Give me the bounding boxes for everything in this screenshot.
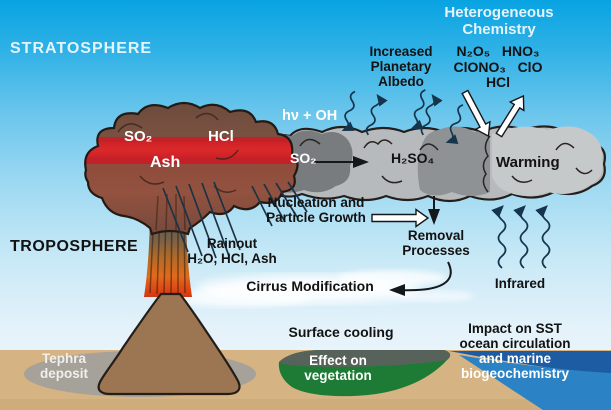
nucleation-arrow bbox=[371, 208, 430, 228]
vegetation-line2: vegetation bbox=[304, 368, 372, 384]
stratosphere-label: STRATOSPHERE bbox=[10, 40, 153, 57]
hetchem-title-line2: Chemistry bbox=[462, 20, 536, 38]
hetchem-species-row1: N₂O₅ HNO₃ bbox=[456, 43, 540, 59]
cirrus-modification-label: Cirrus Modification bbox=[246, 278, 374, 294]
red-so2-band bbox=[85, 137, 298, 164]
photolysis-label: hν + OH bbox=[282, 108, 338, 124]
warming-cloud-section bbox=[492, 126, 603, 196]
cloud-so2-label: SO₂ bbox=[290, 150, 317, 166]
ocean-impact-line1: Impact on SST bbox=[468, 321, 562, 336]
plume-scallops bbox=[117, 112, 239, 193]
cloud-warming-label: Warming bbox=[496, 154, 560, 171]
heterogeneous-chemistry-title: Heterogeneous Chemistry bbox=[420, 4, 578, 39]
albedo-wave-arrows bbox=[341, 89, 464, 144]
hetchem-title-line1: Heterogeneous bbox=[444, 4, 554, 21]
removal-line2: Processes bbox=[402, 243, 470, 259]
hetchem-species-row3: HCl bbox=[485, 74, 511, 91]
albedo-label: Increased Planetary Albedo bbox=[348, 44, 454, 89]
rainout-line1: Rainout bbox=[206, 236, 258, 251]
albedo-line3: Albedo bbox=[378, 74, 424, 90]
removal-label: Removal Processes bbox=[396, 228, 476, 258]
ground-shadow bbox=[0, 399, 611, 410]
albedo-line1: Increased bbox=[369, 44, 433, 59]
h2so4-dark-section bbox=[417, 126, 490, 196]
rainout-line2: H₂O, HCl, Ash bbox=[187, 251, 277, 267]
ocean bbox=[459, 355, 611, 410]
infrared-label: Infrared bbox=[494, 276, 546, 291]
vegetation-shaded-edge bbox=[279, 350, 451, 367]
vegetation-label: Effect on vegetation bbox=[286, 353, 390, 383]
ash-plume-cloud bbox=[84, 101, 299, 236]
troposphere-label: TROPOSPHERE bbox=[10, 238, 139, 255]
nucleation-label: Nucleation and Particle Growth bbox=[258, 195, 374, 225]
cloud-scallops bbox=[299, 135, 593, 193]
volcano bbox=[97, 292, 241, 396]
cloud-h2so4-label: H₂SO₄ bbox=[391, 150, 435, 166]
plume-ash-label: Ash bbox=[150, 154, 181, 171]
ocean-impact-line3: and marine bbox=[478, 351, 552, 367]
removal-line1: Removal bbox=[407, 228, 465, 243]
tephra-line1: Tephra bbox=[41, 351, 86, 366]
hetchem-up-arrow bbox=[495, 94, 525, 138]
nucleation-line2: Particle Growth bbox=[266, 210, 366, 226]
ocean-impact-line2: ocean circulation bbox=[459, 336, 571, 352]
tephra-line2: deposit bbox=[39, 366, 88, 382]
ocean-impact-line4: biogeochemistry bbox=[460, 366, 570, 382]
infrared-wave-arrows bbox=[491, 205, 551, 269]
ocean-dark-band bbox=[449, 351, 611, 375]
plume-hcl-label: HCl bbox=[208, 128, 234, 145]
albedo-line2: Planetary bbox=[370, 59, 432, 75]
rain-streaks bbox=[162, 181, 308, 259]
ocean-impact-label: Impact on SST ocean circulation and mari… bbox=[448, 321, 582, 381]
cirrus-cloud bbox=[170, 270, 474, 307]
surface-cooling-label: Surface cooling bbox=[288, 324, 394, 340]
removal-to-cirrus-arrow bbox=[389, 261, 452, 297]
hetchem-down-arrow bbox=[461, 89, 491, 138]
hetchem-species-row2: ClONO₃ ClO bbox=[453, 58, 543, 75]
heterogeneous-chemistry-species: N₂O₅ HNO₃ ClONO₃ ClO HCl bbox=[430, 43, 566, 91]
rainout-label: Rainout H₂O, HCl, Ash bbox=[178, 236, 286, 266]
tephra-deposit-label: Tephra deposit bbox=[28, 351, 100, 381]
vegetation-line1: Effect on bbox=[309, 353, 367, 368]
nucleation-line1: Nucleation and bbox=[267, 195, 365, 210]
plume-so2-label: SO₂ bbox=[124, 128, 153, 145]
